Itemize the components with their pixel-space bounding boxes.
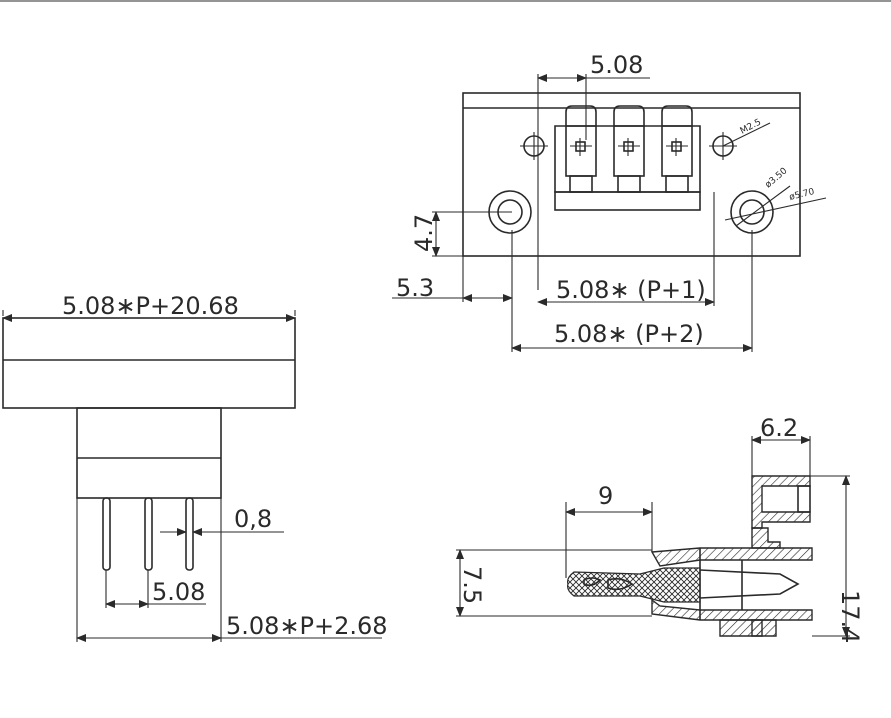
screw-label: M2.5	[739, 117, 763, 136]
front-plate	[462, 92, 801, 257]
side-top-label: 6.2	[760, 414, 798, 442]
bottom-view: 5.08∗P+20.68 0,8 5.08 5.08∗P+2.68	[2, 292, 388, 642]
contact-cells	[565, 105, 693, 193]
phi350-leader	[735, 185, 791, 227]
housing-top	[751, 475, 811, 529]
terminal-body	[554, 125, 701, 193]
wire-height-label: 7.5	[458, 566, 486, 604]
wire-sheath	[567, 567, 701, 603]
side-view: 6.2 9 17.4 7.5	[456, 414, 864, 643]
block-outline	[76, 407, 222, 499]
front-view: M2.5 ø3.50 ø5.70 5.08 4.7 5.3 5.08∗ (P+1…	[392, 51, 827, 352]
height-4-7-label: 4.7	[410, 214, 438, 252]
pins	[102, 497, 194, 571]
span-p2-label: 5.08∗ (P+2)	[554, 320, 704, 348]
housing-lower-wall	[651, 598, 813, 621]
mount-hole-right-outer	[730, 190, 774, 234]
total-width-label: 5.08∗P+20.68	[62, 292, 239, 320]
housing-upper-wall	[650, 547, 813, 567]
hole-large-label: ø5.70	[788, 187, 815, 203]
contact-pin	[699, 569, 800, 599]
side-height-label: 17.4	[836, 590, 864, 643]
pin-pitch-label: 5.08	[152, 578, 205, 606]
phi570-leader	[724, 197, 827, 221]
m25-leader	[722, 122, 771, 147]
plate-outline	[2, 317, 296, 409]
insertion-label: 9	[598, 482, 613, 510]
pin-thickness-label: 0,8	[234, 505, 272, 533]
body-width-label: 5.08∗P+2.68	[226, 612, 388, 640]
terminal-base	[554, 191, 701, 211]
pitch-top-label: 5.08	[590, 51, 643, 79]
hole-small-label: ø3.50	[764, 166, 790, 190]
offset-5-3-label: 5.3	[396, 274, 434, 302]
span-p1-label: 5.08∗ (P+1)	[556, 276, 706, 304]
